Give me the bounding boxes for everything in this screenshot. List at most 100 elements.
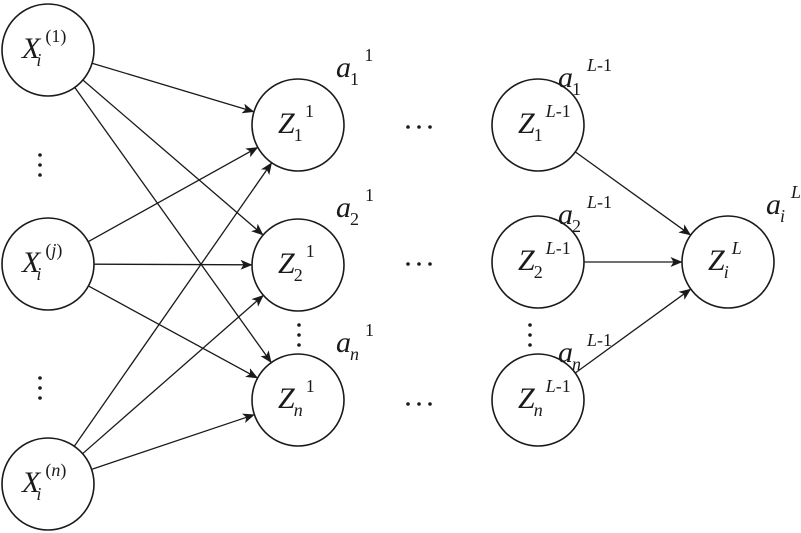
activation-label-zn_L1-symbol: a	[558, 336, 573, 369]
layer-gap-ellipsis-2	[406, 262, 432, 266]
activation-label-z2_1-subscript: 2	[350, 209, 359, 229]
activation-label-z1_L1-symbol: a	[558, 61, 573, 94]
node-label-z2_1-superscript: 1	[306, 241, 315, 261]
node-label-zL-symbol: Z	[708, 244, 725, 277]
activation-label-z1_1: a11	[336, 45, 373, 89]
activation-label-z1_L1-superscript: L-1	[586, 55, 612, 75]
activation-label-zn_1: an1	[336, 320, 374, 364]
node-circle	[251, 78, 345, 172]
node-label-z1_L1-superscript: L-1	[545, 101, 571, 121]
svg-text:Z1L-1: Z1L-1	[518, 101, 571, 145]
activation-label-z1_L1: a1L-1	[558, 55, 612, 99]
node-label-z1_1-symbol: Z	[278, 107, 295, 140]
node-circle	[1, 217, 95, 311]
node-label-xj-symbol: X	[21, 246, 42, 279]
node-label-zn_L1-symbol: Z	[518, 382, 535, 415]
activation-label-z1_1-subscript: 1	[350, 69, 358, 89]
svg-text:Z21: Z21	[278, 241, 315, 285]
node-label-xj-subscript: i	[36, 264, 41, 284]
edge-x1-to-zn_1	[74, 87, 272, 363]
node-label-zn_1-superscript: 1	[306, 376, 315, 396]
activation-label-z2_1-symbol: a	[336, 191, 351, 224]
node-label-z1_L1: Z1L-1	[518, 101, 571, 145]
activation-label-z1_1-symbol: a	[336, 51, 351, 84]
node-label-zn_L1: ZnL-1	[518, 376, 571, 420]
svg-text:a2L-1: a2L-1	[558, 192, 612, 236]
node-label-xn: Xi(n)	[21, 460, 66, 504]
svg-text:anL-1: anL-1	[558, 330, 612, 374]
node-label-x1-superscript: (1)	[45, 26, 66, 47]
input-ellipsis-lower	[38, 376, 42, 400]
node-circle	[1, 3, 95, 97]
node-label-z1_L1-symbol: Z	[518, 107, 535, 140]
node-label-zL-subscript: i	[724, 262, 729, 282]
node-label-z2_1-symbol: Z	[278, 247, 295, 280]
node-label-xn-superscript: (n)	[45, 460, 66, 481]
ellipses	[38, 125, 532, 406]
node-label-x1-symbol: X	[21, 32, 42, 65]
svg-text:an1: an1	[336, 320, 374, 364]
activation-label-zL: aiL	[766, 182, 801, 226]
node-label-z2_1: Z21	[278, 241, 315, 285]
node-xj: Xi(j)	[1, 217, 95, 311]
svg-text:Xi(1): Xi(1)	[21, 26, 66, 70]
node-label-z1_1-superscript: 1	[305, 101, 314, 121]
node-xn: Xi(n)	[1, 437, 95, 531]
activation-label-zL-subscript: i	[780, 206, 785, 226]
edge-zn_L1-to-zL	[574, 288, 692, 374]
edges	[73, 62, 692, 470]
nodes: Xi(1)Xi(j)Xi(n)Z11a11Z21a21Zn1an1Z1L-1a1…	[1, 3, 801, 531]
layer-gap-ellipsis-3	[406, 402, 432, 406]
activation-label-zn_1-subscript: n	[350, 344, 359, 364]
node-label-z2_L1-subscript: 2	[534, 262, 543, 282]
node-circle	[1, 437, 95, 531]
edge-z1_L1-to-zL	[574, 151, 692, 236]
activation-label-z2_L1-symbol: a	[558, 198, 573, 231]
edge-xn-to-z1_1	[73, 162, 272, 447]
node-label-x1-subscript: i	[36, 50, 41, 70]
node-label-xn-subscript: i	[36, 484, 41, 504]
svg-text:Xi(j): Xi(j)	[21, 240, 62, 284]
node-circle	[251, 218, 345, 312]
node-label-z1_L1-subscript: 1	[534, 125, 543, 145]
edge-x1-to-z2_1	[82, 79, 264, 236]
node-label-zn_L1-subscript: n	[534, 400, 543, 420]
svg-text:a21: a21	[336, 185, 374, 229]
svg-text:ZiL: ZiL	[708, 238, 742, 282]
activation-label-z1_L1-subscript: 1	[572, 79, 581, 99]
input-ellipsis-upper	[38, 153, 42, 177]
node-label-zn_L1-superscript: L-1	[545, 376, 571, 396]
svg-text:Zn1: Zn1	[278, 376, 315, 420]
activation-label-zL-superscript: L	[790, 182, 801, 202]
svg-text:aiL: aiL	[766, 182, 801, 226]
activation-label-z2_1: a21	[336, 185, 374, 229]
node-circle	[251, 353, 345, 447]
node-label-z2_L1-symbol: Z	[518, 244, 535, 277]
node-label-z2_1-subscript: 2	[294, 265, 303, 285]
node-label-zL: ZiL	[708, 238, 742, 282]
activation-label-z2_L1: a2L-1	[558, 192, 612, 236]
node-x1: Xi(1)	[1, 3, 95, 97]
edge-x1-to-z1_1	[91, 62, 255, 114]
activation-label-zn_L1-subscript: n	[572, 354, 581, 374]
activation-label-z2_L1-superscript: L-1	[586, 192, 612, 212]
node-circle	[681, 215, 775, 309]
node-label-z2_L1-superscript: L-1	[545, 238, 571, 258]
activation-label-z1_1-superscript: 1	[364, 45, 373, 65]
svg-text:Z11: Z11	[278, 101, 314, 145]
activation-label-zn_1-symbol: a	[336, 326, 351, 359]
activation-label-zn_1-superscript: 1	[365, 320, 374, 340]
node-circle	[491, 215, 585, 309]
edge-xj-to-zn_1	[88, 285, 259, 379]
edge-xj-to-z1_1	[87, 147, 259, 243]
edge-xn-to-z2_1	[82, 294, 264, 455]
activation-label-zn_L1: anL-1	[558, 330, 612, 374]
node-label-z1_1: Z11	[278, 101, 314, 145]
activation-label-zL-symbol: a	[766, 188, 781, 221]
